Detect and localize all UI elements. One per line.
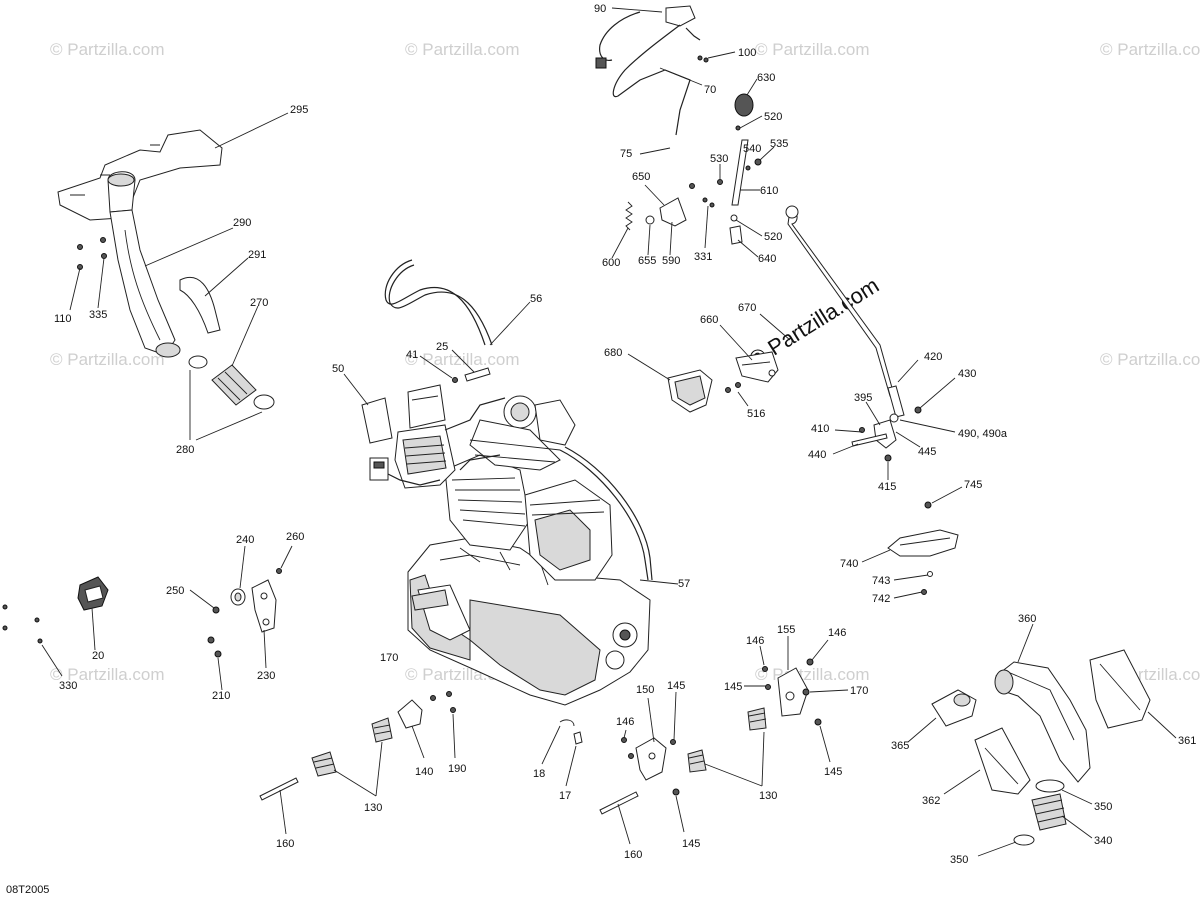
callout-410: 410 [811, 423, 829, 435]
watermark: © Partzilla.com [755, 665, 870, 684]
callout-516: 516 [747, 408, 765, 420]
watermark: © Partzilla.com [50, 665, 165, 684]
shift-linkage-assembly[interactable] [667, 351, 959, 595]
callout-50: 50 [332, 363, 344, 375]
callout-17: 17 [559, 790, 571, 802]
callout-530: 530 [710, 153, 728, 165]
callout-660: 660 [700, 314, 718, 326]
callout-395: 395 [854, 392, 872, 404]
callout-90: 90 [594, 3, 606, 15]
callout-250: 250 [166, 585, 184, 597]
callout-445: 445 [918, 446, 936, 458]
diagram-code: 08T2005 [6, 884, 49, 896]
callout-350: 350 [1094, 801, 1112, 813]
callout-150: 150 [636, 684, 654, 696]
callout-230: 230 [257, 670, 275, 682]
watermark: © Partzilla.com [755, 40, 870, 59]
callout-145: 145 [724, 681, 742, 693]
callout-240: 240 [236, 534, 254, 546]
callout-41: 41 [406, 349, 418, 361]
callout-280: 280 [176, 444, 194, 456]
callout-75: 75 [620, 148, 632, 160]
callout-140: 140 [415, 766, 433, 778]
callout-56: 56 [530, 293, 542, 305]
callout-18: 18 [533, 768, 545, 780]
callout-650: 650 [632, 171, 650, 183]
callout-146: 146 [828, 627, 846, 639]
callout-743: 743 [872, 575, 890, 587]
callout-295: 295 [290, 104, 308, 116]
callout-670: 670 [738, 302, 756, 314]
callout-146: 146 [616, 716, 634, 728]
callout-640: 640 [758, 253, 776, 265]
watermark: © Partzilla.com [50, 40, 165, 59]
callout-360: 360 [1018, 613, 1036, 625]
callout-420: 420 [924, 351, 942, 363]
callout-110: 110 [54, 313, 72, 325]
callout-655: 655 [638, 255, 656, 267]
callout-160: 160 [624, 849, 642, 861]
callout-335: 335 [89, 309, 107, 321]
callout-630: 630 [757, 72, 775, 84]
leader-lines [41, 7, 1177, 857]
callout-155: 155 [777, 624, 795, 636]
watermark: © Partzilla.com [405, 350, 520, 369]
callout-331: 331 [694, 251, 712, 263]
callout-742: 742 [872, 593, 890, 605]
shifter-cable-assembly[interactable] [595, 5, 895, 397]
callout-520: 520 [764, 231, 782, 243]
callout-610: 610 [760, 185, 778, 197]
callout-330: 330 [59, 680, 77, 692]
callout-210: 210 [212, 690, 230, 702]
callout-290: 290 [233, 217, 251, 229]
callout-57: 57 [678, 578, 690, 590]
callout-260: 260 [286, 531, 304, 543]
callout-130: 130 [759, 790, 777, 802]
callout-362: 362 [922, 795, 940, 807]
callout-365: 365 [891, 740, 909, 752]
callout-440: 440 [808, 449, 826, 461]
callout-540: 540 [743, 143, 761, 155]
callout-145: 145 [682, 838, 700, 850]
callout-70: 70 [704, 84, 716, 96]
exhaust-assembly[interactable] [931, 649, 1151, 846]
callout-130: 130 [364, 802, 382, 814]
intake-duct-assembly[interactable] [57, 129, 275, 410]
callout-146: 146 [746, 635, 764, 647]
callout-415: 415 [878, 481, 896, 493]
callout-430: 430 [958, 368, 976, 380]
callout-340: 340 [1094, 835, 1112, 847]
callout-270: 270 [250, 297, 268, 309]
callout-745: 745 [964, 479, 982, 491]
callout-600: 600 [602, 257, 620, 269]
watermark: © Partzilla.com [1100, 350, 1200, 369]
callout-361: 361 [1178, 735, 1196, 747]
callout-100: 100 [738, 47, 756, 59]
callout-145: 145 [824, 766, 842, 778]
engine-mount-bottom[interactable] [259, 658, 822, 815]
callout-520: 520 [764, 111, 782, 123]
engine-assembly[interactable] [361, 259, 653, 706]
callout-labels: 90 100 70 630 520 75 530 540 535 650 610… [54, 3, 1196, 866]
engine-mount-left[interactable] [2, 568, 282, 658]
callout-190: 190 [448, 763, 466, 775]
callout-25: 25 [436, 341, 448, 353]
watermark: © Partzilla.com [405, 40, 520, 59]
callout-740: 740 [840, 558, 858, 570]
watermark: © Partzilla.com [1100, 40, 1200, 59]
callout-490-490a: 490, 490a [958, 428, 1008, 440]
callout-680: 680 [604, 347, 622, 359]
watermark: © Partzilla.com [50, 350, 165, 369]
callout-535: 535 [770, 138, 788, 150]
callout-291: 291 [248, 249, 266, 261]
callout-20: 20 [92, 650, 104, 662]
callout-590: 590 [662, 255, 680, 267]
callout-350: 350 [950, 854, 968, 866]
callout-170: 170 [380, 652, 398, 664]
callout-170: 170 [850, 685, 868, 697]
callout-160: 160 [276, 838, 294, 850]
callout-145: 145 [667, 680, 685, 692]
